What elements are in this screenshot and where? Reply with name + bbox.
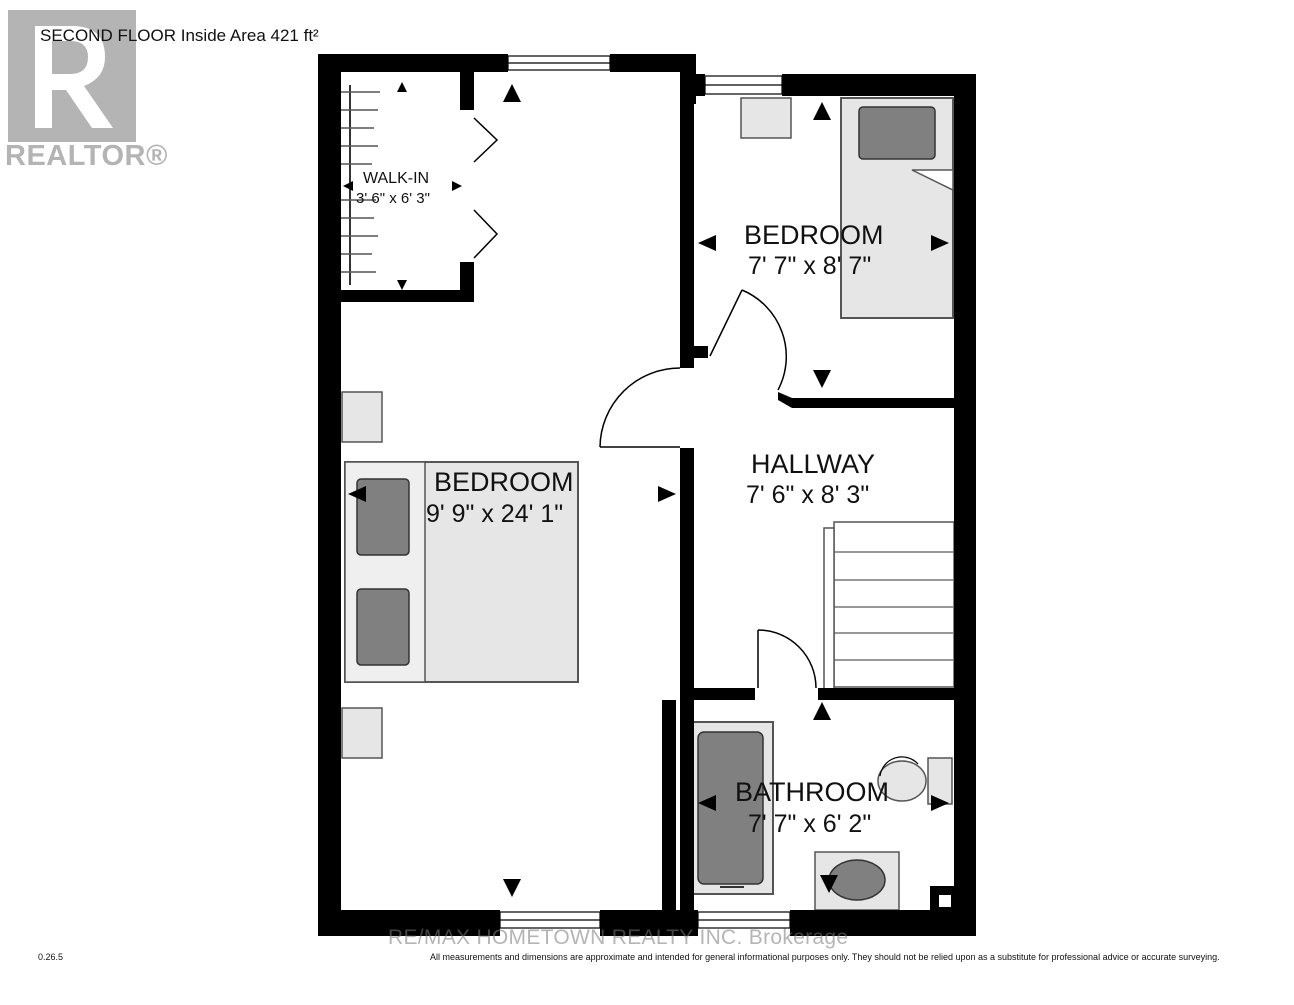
nightstand-top: [341, 391, 383, 443]
main-bedroom-name: BEDROOM: [434, 467, 574, 497]
walk-in-dims: 3' 6" x 6' 3": [356, 190, 430, 207]
bathtub: [687, 721, 774, 895]
realtor-logo-text: REALTOR®: [5, 140, 168, 172]
second-bed: [840, 97, 954, 319]
desk: [740, 97, 792, 139]
floor-title: SECOND FLOOR Inside Area 421 ft²: [40, 26, 319, 45]
realtor-logo-r: [35, 26, 113, 128]
nightstand-bottom: [341, 707, 383, 759]
bathroom-name: BATHROOM: [735, 777, 889, 807]
doors: [473, 117, 919, 777]
windows: [499, 55, 791, 929]
hallway-name: HALLWAY: [751, 449, 876, 479]
realtor-logo: [8, 10, 136, 142]
version-label: 0.26.5: [38, 952, 64, 962]
disclaimer: All measurements and dimensions are appr…: [430, 952, 1220, 962]
stairs: [823, 521, 955, 691]
toilet: [877, 757, 953, 805]
bedroom-2-dims: 7' 7" x 8' 7": [748, 252, 872, 280]
dimension-arrows: [343, 82, 949, 897]
bathroom-dims: 7' 7" x 6' 2": [748, 810, 872, 838]
main-bedroom-dims: 9' 9" x 24' 1": [426, 500, 564, 528]
walk-in-name: WALK-IN: [363, 170, 430, 187]
bedroom-2-name: BEDROOM: [744, 220, 884, 250]
brokerage-watermark: RE/MAX HOMETOWN REALTY INC. Brokerage: [388, 926, 849, 949]
hallway-dims: 7' 6" x 8' 3": [746, 481, 870, 509]
walls: [318, 54, 976, 936]
main-bed: [344, 461, 579, 683]
